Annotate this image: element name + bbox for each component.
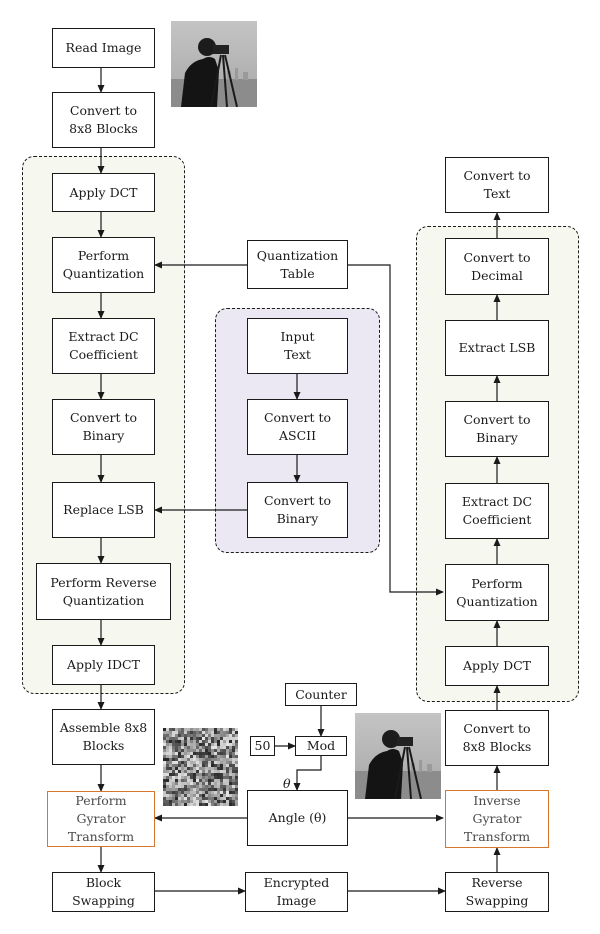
convert-8x8-blocks-box: Convert to 8x8 Blocks (52, 92, 155, 148)
arrow-mod-to-angle (293, 756, 322, 791)
cameraman-photo-top (171, 21, 257, 107)
convert-to-binary-right-box: Convert to Binary (445, 401, 549, 457)
inverse-gyrator-transform-box: Inverse Gyrator Transform (445, 790, 549, 848)
extract-dc-coefficient-right-box: Extract DC Coefficient (445, 483, 549, 539)
extract-dc-coefficient-box: Extract DC Coefficient (52, 318, 155, 374)
perform-quantization-box: Perform Quantization (52, 237, 155, 293)
apply-idct-box: Apply IDCT (52, 645, 155, 685)
perform-reverse-quantization-box: Perform Reverse Quantization (36, 563, 171, 620)
theta-label: θ (283, 776, 291, 791)
convert-to-binary-box: Convert to Binary (52, 399, 155, 455)
convert-to-text-box: Convert to Text (445, 157, 549, 213)
reverse-swapping-box: Reverse Swapping (445, 872, 549, 912)
perform-gyrator-transform-box: Perform Gyrator Transform (47, 791, 155, 847)
extract-lsb-box: Extract LSB (445, 320, 549, 376)
convert-to-decimal-box: Convert to Decimal (445, 238, 549, 295)
assemble-8x8-blocks-box: Assemble 8x8 Blocks (52, 709, 155, 765)
apply-dct-right-box: Apply DCT (445, 646, 549, 686)
convert-to-ascii-box: Convert to ASCII (247, 399, 348, 455)
block-swapping-box: Block Swapping (52, 872, 155, 912)
mod-box: Mod (295, 736, 347, 756)
convert-to-binary-middle-box: Convert to Binary (247, 482, 348, 538)
counter-box: Counter (285, 683, 357, 706)
input-text-box: Input Text (247, 318, 348, 374)
cameraman-photo-bottom (355, 713, 441, 799)
convert-8x8-blocks-right-box: Convert to 8x8 Blocks (445, 710, 549, 766)
angle-box: Angle (θ) (247, 790, 348, 846)
apply-dct-box: Apply DCT (52, 173, 155, 212)
replace-lsb-box: Replace LSB (52, 482, 155, 538)
encrypted-noise-image (163, 728, 238, 806)
fifty-box: 50 (250, 736, 275, 756)
arrow-table-to-quant-right (348, 264, 444, 596)
perform-quantization-right-box: Perform Quantization (445, 564, 549, 621)
read-image-box: Read Image (52, 28, 155, 68)
quantization-table-box: Quantization Table (247, 240, 348, 289)
encrypted-image-box: Encrypted Image (245, 872, 348, 912)
